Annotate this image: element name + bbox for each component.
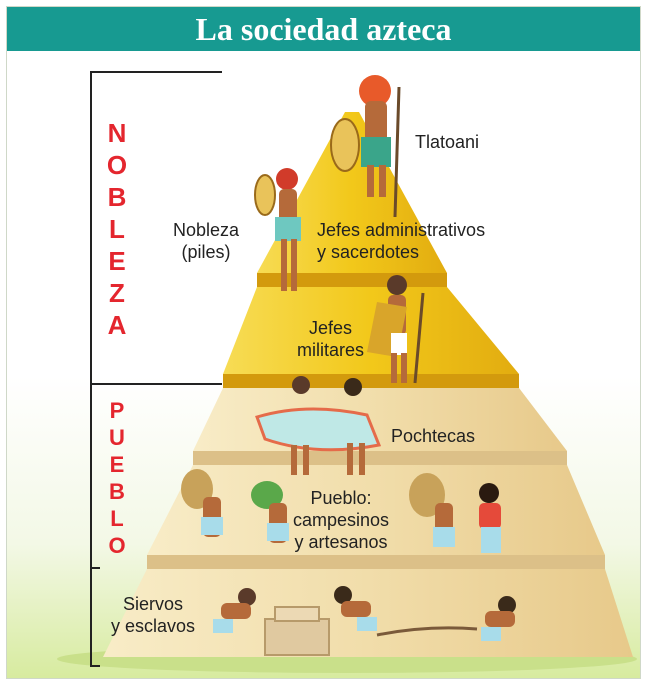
tier-pochtecas [193, 388, 567, 451]
siervos-bracket [90, 567, 100, 667]
nobleza-letter: O [106, 150, 128, 180]
page-title: La sociedad azteca [195, 11, 452, 47]
label-tlatoani: Tlatoani [415, 132, 480, 152]
pueblo-letter: P [109, 398, 125, 423]
pueblo-bracket [90, 381, 100, 569]
label-pueblo: Pueblo: campesinos y artesanos [293, 487, 389, 553]
nobleza-letter: N [107, 118, 127, 148]
label-pueblo-line3: y artesanos [294, 532, 388, 552]
pueblo-letter: O [108, 533, 126, 558]
label-siervos-line1: Siervos [123, 594, 184, 614]
label-jefes-mil-line1: Jefes [308, 318, 353, 338]
serfs-figures [213, 586, 516, 656]
label-siervos-line2: y esclavos [111, 616, 196, 636]
pueblo-letter: L [110, 506, 124, 531]
label-nobleza: Nobleza (piles) [173, 219, 239, 263]
nobleza-letter: Z [109, 278, 125, 308]
nobleza-label: N O B L E Z A [102, 117, 132, 341]
tier-tlatoani [257, 112, 447, 273]
tier-jefes-militares [223, 287, 519, 374]
pueblo-letter: E [109, 452, 125, 477]
pueblo-label: P U E B L O [102, 397, 132, 559]
pueblo-letter: B [109, 479, 125, 504]
military-chief-figure [367, 275, 425, 384]
noble-figure [254, 168, 301, 291]
merchants-figure [255, 376, 382, 475]
tier-step [147, 555, 605, 569]
label-jefes-mil-line2: militares [297, 340, 365, 360]
pyramid-illustration [57, 75, 637, 673]
label-siervos: Siervos y esclavos [111, 593, 195, 637]
label-jefes-admin-line1: Jefes administrativos [317, 220, 486, 240]
label-jefes-administrativos: Jefes administrativos y sacerdotes [317, 219, 485, 263]
label-jefes-militares: Jefes militares [297, 317, 364, 361]
nobleza-letter: B [107, 182, 127, 212]
pueblo-letter: U [109, 425, 125, 450]
tier-step [193, 451, 567, 465]
tlatoani-figure [330, 75, 401, 218]
label-nobleza-line1: Nobleza [173, 220, 240, 240]
diagram-frame: La sociedad azteca [6, 6, 641, 679]
tier-step [223, 374, 519, 388]
label-pochtecas: Pochtecas [391, 426, 476, 446]
label-jefes-admin-line2: y sacerdotes [317, 242, 420, 262]
title-bar: La sociedad azteca [7, 7, 640, 51]
nobleza-letter: A [107, 310, 127, 340]
commoners-figures [181, 469, 501, 553]
nobleza-bracket [90, 71, 222, 385]
label-nobleza-line2: (piles) [181, 242, 231, 262]
nobleza-letter: L [109, 214, 125, 244]
nobleza-letter: E [108, 246, 126, 276]
label-pueblo-line1: Pueblo: [310, 488, 372, 508]
label-pueblo-line2: campesinos [293, 510, 390, 530]
